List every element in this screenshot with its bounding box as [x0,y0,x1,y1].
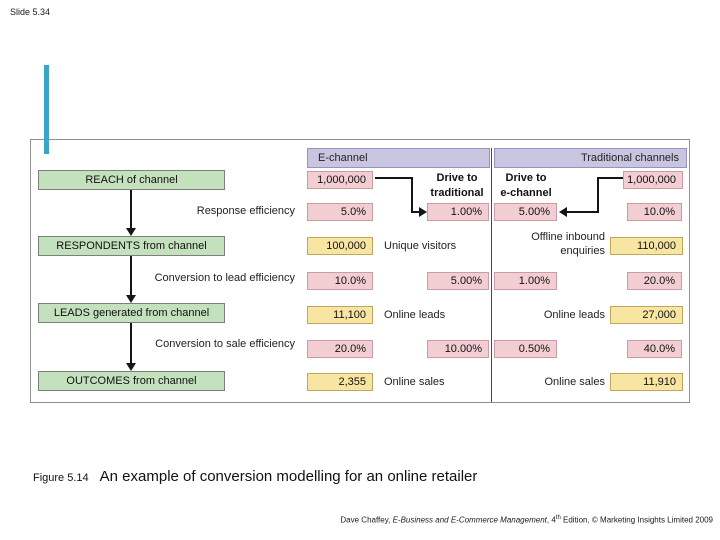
drive-to-e-channel-line1: Drive to [505,172,547,184]
slide-number-label: Slide 5.34 [10,7,51,17]
unique-visitors-label: Unique visitors [384,240,457,252]
footer-credit: Dave Chaffey, E-Business and E-Commerce … [340,515,713,525]
leads-to-outcomes-arrowhead-icon [126,363,136,371]
drive-to-e-channel-label: Drive to e-channel [493,171,559,201]
drive-to-e-channel-line2: e-channel [500,187,552,199]
e-respondents-value: 100,000 [307,237,373,255]
footer-book-title: E-Business and E-Commerce Management [392,515,547,525]
e-mid-lead-rate: 5.00% [427,272,489,290]
offline-inbound-line1: Offline inbound [531,231,605,243]
t-reach-value: 1,000,000 [623,171,683,189]
e-online-sales-label: Online sales [384,376,445,388]
e-leads-value: 11,100 [307,306,373,324]
e-to-traditional-connector-v [411,177,413,213]
footer-edition-pre: , 4 [546,515,556,525]
e-reach-value: 1,000,000 [307,171,373,189]
traditional-to-e-arrowhead-icon [559,207,567,217]
t-online-sales-label: Online sales [544,376,605,388]
e-channel-header: E-channel [307,148,490,168]
t-leads-value: 27,000 [610,306,683,324]
response-efficiency-label: Response efficiency [196,205,295,217]
respondents-to-leads-arrowhead-icon [126,295,136,303]
stage-box-leads: LEADS generated from channel [38,303,225,323]
respondents-to-leads-arrow [130,256,132,296]
t-mid-sale-rate: 0.50% [494,340,557,358]
footer-edition-sup: th [555,515,561,521]
t-outcomes-value: 11,910 [610,373,683,391]
reach-to-respondents-arrow [130,190,132,229]
e-outcomes-value: 2,355 [307,373,373,391]
drive-to-traditional-line1: Drive to [436,172,478,184]
e-sale-rate: 20.0% [307,340,373,358]
figure-caption: Figure 5.14 An example of conversion mod… [33,468,477,485]
figure-title: An example of conversion modelling for a… [99,468,478,485]
t-lead-rate: 20.0% [627,272,682,290]
offline-inbound-enquiries-label: Offline inbound enquiries [470,230,605,258]
e-online-leads-label: Online leads [384,309,446,321]
stage-box-respondents: RESPONDENTS from channel [38,236,225,256]
stage-box-outcomes: OUTCOMES from channel [38,371,225,391]
leads-to-outcomes-arrow [130,323,132,364]
offline-inbound-line2: enquiries [560,245,605,257]
footer-rest: Edition, © Marketing Insights Limited 20… [560,515,713,525]
drive-to-traditional-line2: traditional [430,187,484,199]
reach-to-respondents-arrowhead-icon [126,228,136,236]
drive-to-traditional-rate: 1.00% [427,203,489,221]
e-to-traditional-connector-h2 [413,211,421,213]
traditional-to-e-connector-h1 [597,177,623,179]
traditional-to-e-connector-v [597,177,599,213]
e-mid-sale-rate: 10.00% [427,340,489,358]
t-mid-lead-rate: 1.00% [494,272,557,290]
e-response-rate: 5.0% [307,203,373,221]
conversion-to-lead-efficiency-label: Conversion to lead efficiency [154,272,295,284]
e-to-traditional-connector-h1 [375,177,413,179]
traditional-channels-header: Traditional channels [494,148,687,168]
figure-number: Figure 5.14 [33,472,89,484]
footer-author: Dave Chaffey, [340,515,393,525]
e-to-traditional-arrowhead-icon [419,207,427,217]
drive-to-e-channel-rate: 5.00% [494,203,557,221]
channel-divider-line [491,148,492,402]
t-respondents-value: 110,000 [610,237,683,255]
conversion-to-sale-efficiency-label: Conversion to sale efficiency [155,338,295,350]
accent-bar [44,65,49,154]
t-response-rate: 10.0% [627,203,682,221]
t-sale-rate: 40.0% [627,340,682,358]
t-online-leads-label: Online leads [543,309,605,321]
stage-box-reach: REACH of channel [38,170,225,190]
traditional-to-e-connector-h2 [566,211,597,213]
e-lead-rate: 10.0% [307,272,373,290]
drive-to-traditional-label: Drive to traditional [420,171,494,201]
